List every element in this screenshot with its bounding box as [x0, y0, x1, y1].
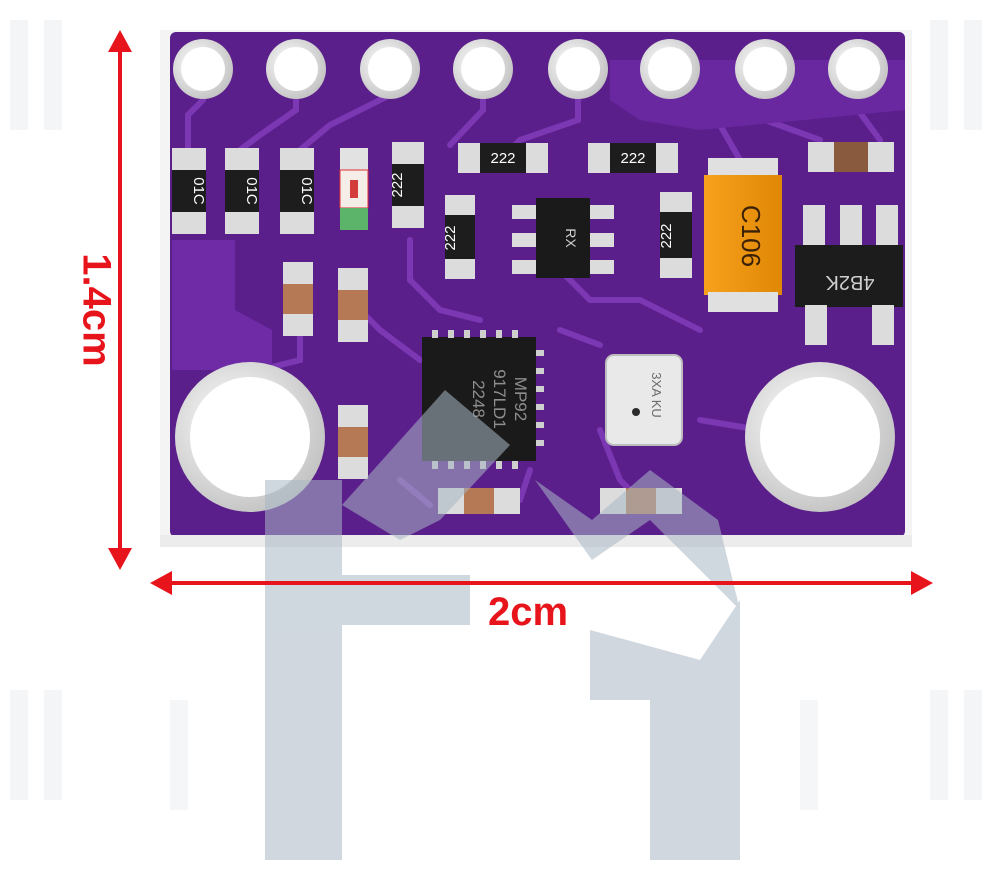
pressure-sensor: 3XA KU — [605, 354, 683, 446]
mounting-hole-left — [175, 362, 325, 512]
height-dimension-label: 1.4cm — [74, 253, 119, 367]
height-dimension-arrow — [108, 30, 132, 570]
pin-hole — [453, 39, 513, 99]
pin-hole — [173, 39, 233, 99]
resistor-label: 222 — [658, 223, 675, 248]
chip-label-line: 917LD1 — [490, 369, 509, 429]
resistor: 222 — [442, 195, 475, 279]
resistor: 01C — [225, 148, 260, 234]
tantalum-capacitor: C106 — [704, 158, 782, 312]
pin-hole — [360, 39, 420, 99]
resistor: 222 — [458, 143, 548, 173]
resistor-label: 222 — [442, 225, 459, 250]
transistor-chip: RX — [512, 198, 614, 278]
resistor: 222 — [389, 142, 424, 228]
resistor: 222 — [658, 192, 692, 278]
pin-hole — [548, 39, 608, 99]
resistor-label: 222 — [490, 150, 515, 167]
width-dimension-arrow — [150, 571, 933, 595]
header-pins — [173, 39, 888, 99]
led — [339, 148, 369, 230]
capacitor — [808, 142, 894, 172]
transistor-label: RX — [563, 228, 579, 248]
regulator-label: 4B2K — [825, 271, 875, 293]
pin-hole — [266, 39, 326, 99]
chip-label-line: MP92 — [511, 377, 530, 421]
resistor-label: 01C — [243, 177, 260, 205]
pin-hole — [828, 39, 888, 99]
resistor-label: 222 — [389, 172, 406, 197]
voltage-regulator: 4B2K — [795, 205, 903, 345]
resistor: 222 — [588, 143, 678, 173]
width-dimension-label: 2cm — [488, 590, 569, 634]
smd-resistors: 01C 01C 01C 222 222 222 — [172, 142, 692, 279]
capacitor — [338, 405, 368, 479]
capacitor — [338, 268, 368, 342]
resistor: 01C — [280, 148, 315, 234]
capacitor — [283, 262, 313, 336]
resistor-label: 01C — [298, 177, 315, 205]
smd-resistors-horizontal: 222 222 — [458, 143, 678, 173]
resistor: 01C — [172, 148, 207, 234]
pin-hole — [735, 39, 795, 99]
capacitor-label: C106 — [736, 205, 766, 267]
chip-label-line: 2248 — [469, 380, 488, 418]
pin-hole — [640, 39, 700, 99]
background-watermark-pattern — [10, 20, 982, 810]
ground-plane — [172, 240, 272, 370]
resistor-label: 01C — [190, 177, 207, 205]
sensor-label: 3XA KU — [649, 372, 664, 418]
resistor-label: 222 — [620, 150, 645, 167]
hs-logo-watermark — [265, 390, 740, 860]
mounting-hole-right — [745, 362, 895, 512]
